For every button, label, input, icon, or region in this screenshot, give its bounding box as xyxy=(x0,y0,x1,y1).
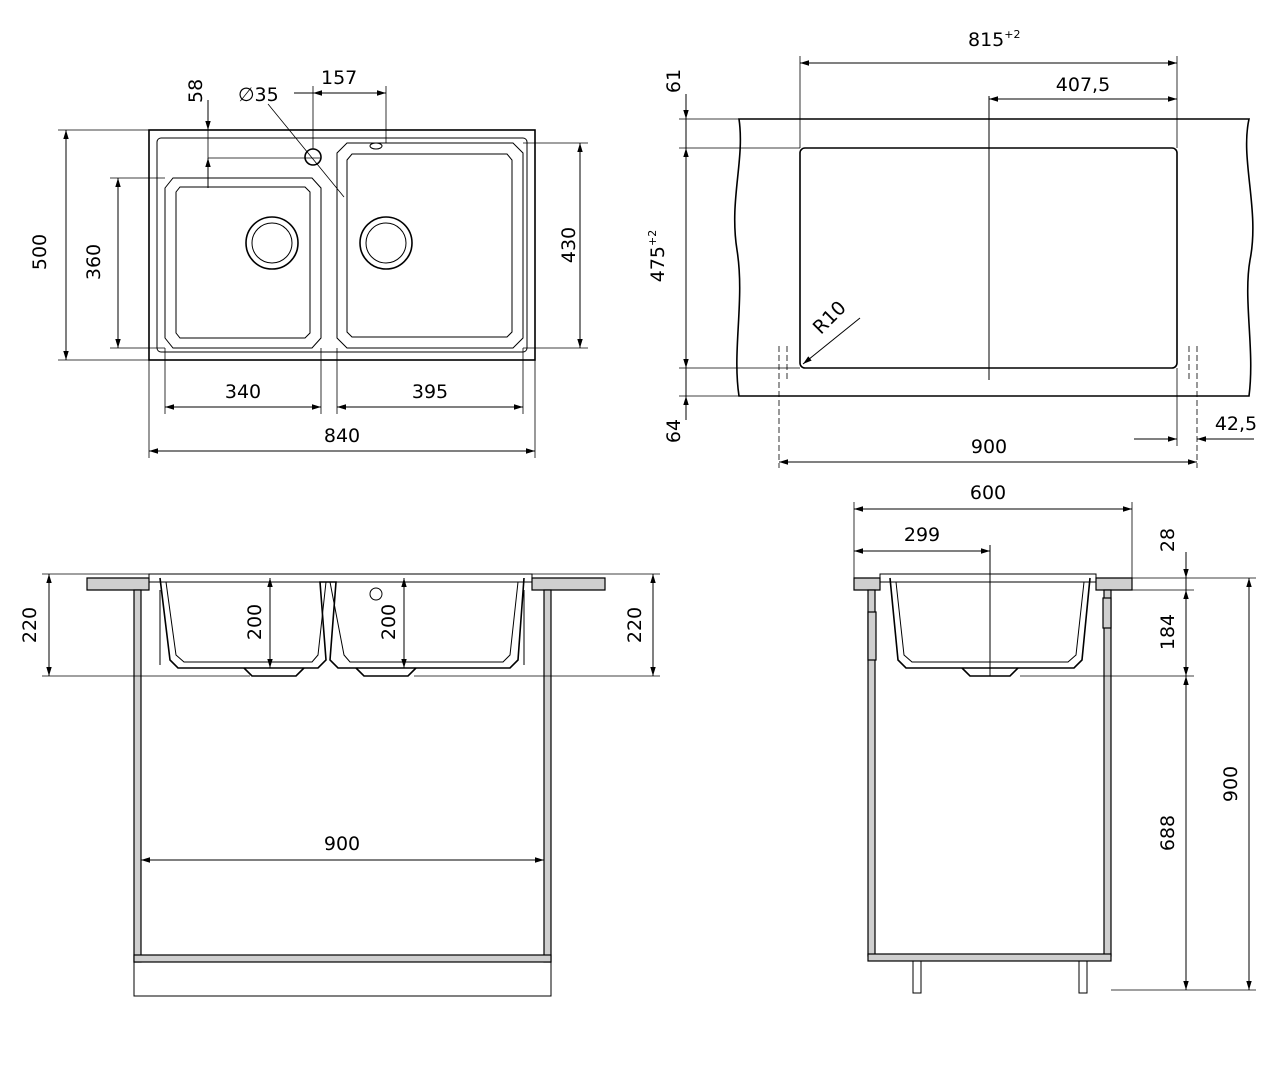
dim-184: 184 xyxy=(1157,614,1179,650)
countertop-left xyxy=(86,577,150,591)
dim-688: 688 xyxy=(1157,815,1179,851)
dim-299: 299 xyxy=(904,524,940,546)
dim-815: 815+2 xyxy=(968,28,1020,51)
left-drain-inner xyxy=(251,222,293,264)
dim-157: 157 xyxy=(321,67,357,89)
dim-600: 600 xyxy=(970,482,1006,504)
dim-360: 360 xyxy=(83,244,105,280)
front-bowls xyxy=(159,577,525,669)
dim-475: 475+2 xyxy=(646,230,669,282)
dim-340: 340 xyxy=(225,381,261,403)
dim-58: 58 xyxy=(185,79,207,103)
cabinet-plinth xyxy=(133,961,552,997)
dim-28: 28 xyxy=(1157,528,1179,552)
side-countertop-right xyxy=(1095,577,1133,591)
dim-840: 840 xyxy=(324,425,360,447)
dim-815-value: 815 xyxy=(968,29,1004,51)
side-cabinet-back xyxy=(1103,589,1112,957)
dim-395: 395 xyxy=(412,381,448,403)
cutout-view xyxy=(679,56,1254,468)
front-section xyxy=(42,573,660,997)
dim-475-value: 475 xyxy=(647,246,669,282)
right-bowl xyxy=(336,142,524,349)
countertop-outline xyxy=(733,118,1254,397)
dim-200-right: 200 xyxy=(378,604,400,640)
dim-hole-diameter: ∅35 xyxy=(238,84,279,106)
dim-815-tol: +2 xyxy=(1004,28,1020,41)
leg-left xyxy=(912,960,922,994)
cabinet-side-right xyxy=(543,589,552,963)
right-drain-inner xyxy=(365,222,407,264)
dim-430: 430 xyxy=(558,227,580,263)
dim-500: 500 xyxy=(29,234,51,270)
right-drain-outer xyxy=(359,216,413,270)
left-bowl xyxy=(164,177,322,349)
overflow-icon-front xyxy=(369,587,383,601)
dim-61: 61 xyxy=(663,69,685,93)
side-cabinet-bottom xyxy=(867,953,1112,962)
dim-900-front: 900 xyxy=(324,833,360,855)
dim-900-cutout: 900 xyxy=(971,436,1007,458)
dim-407-5: 407,5 xyxy=(1056,74,1110,96)
dim-42-5: 42,5 xyxy=(1215,413,1257,435)
countertop-right xyxy=(531,577,606,591)
left-drain-outer xyxy=(245,216,299,270)
dim-r10: R10 xyxy=(809,297,851,339)
dim-220-right: 220 xyxy=(624,607,646,643)
dim-475-tol: +2 xyxy=(646,230,659,246)
leg-right xyxy=(1078,960,1088,994)
side-countertop-left xyxy=(853,577,881,591)
overflow-icon xyxy=(369,142,383,150)
dim-900-side: 900 xyxy=(1220,766,1242,802)
front-drains xyxy=(243,667,417,677)
dim-200-left: 200 xyxy=(244,604,266,640)
cabinet-bottom xyxy=(133,954,552,963)
top-view-sink xyxy=(58,86,588,458)
dim-220-left: 220 xyxy=(19,607,41,643)
cabinet-side-left xyxy=(133,589,142,963)
dim-64: 64 xyxy=(663,419,685,443)
tap-hole xyxy=(304,148,322,166)
side-section xyxy=(853,502,1256,994)
